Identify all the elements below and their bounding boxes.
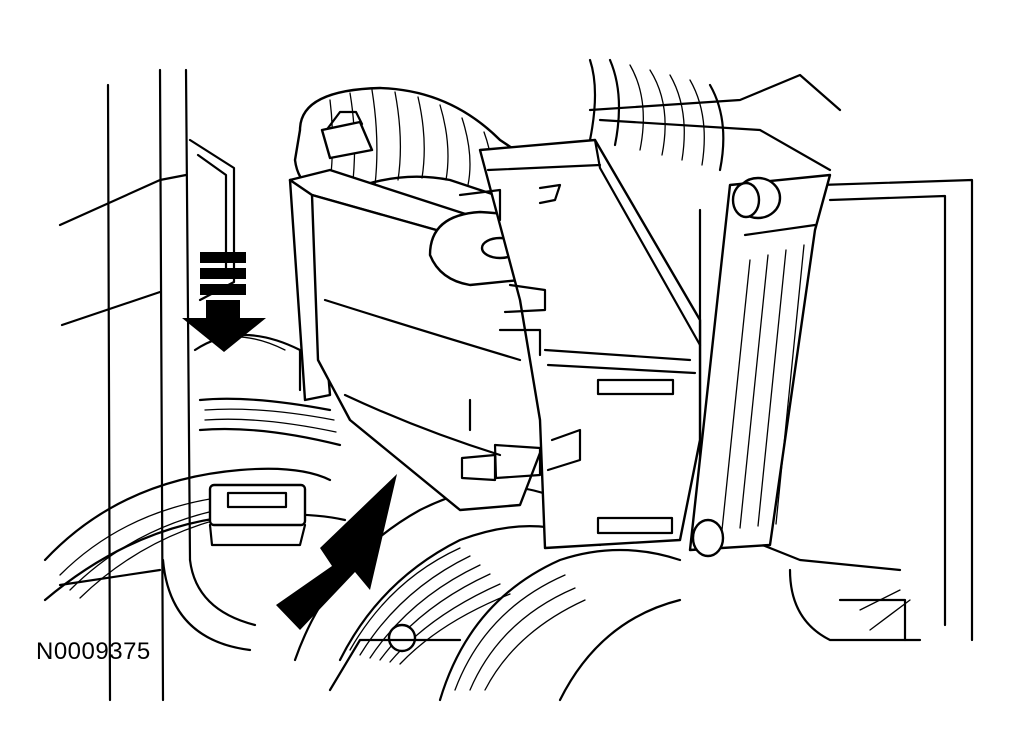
mounting-plate-right (688, 173, 832, 558)
figure-id-label: N0009375 (36, 638, 151, 665)
hollow-dashed-arrow-icon (182, 252, 266, 352)
control-module (288, 138, 702, 550)
harness-connector (208, 483, 307, 547)
solid-arrow-icon (276, 474, 397, 630)
left-mounting-bracket (58, 68, 257, 702)
wire-harness-left (43, 334, 347, 602)
